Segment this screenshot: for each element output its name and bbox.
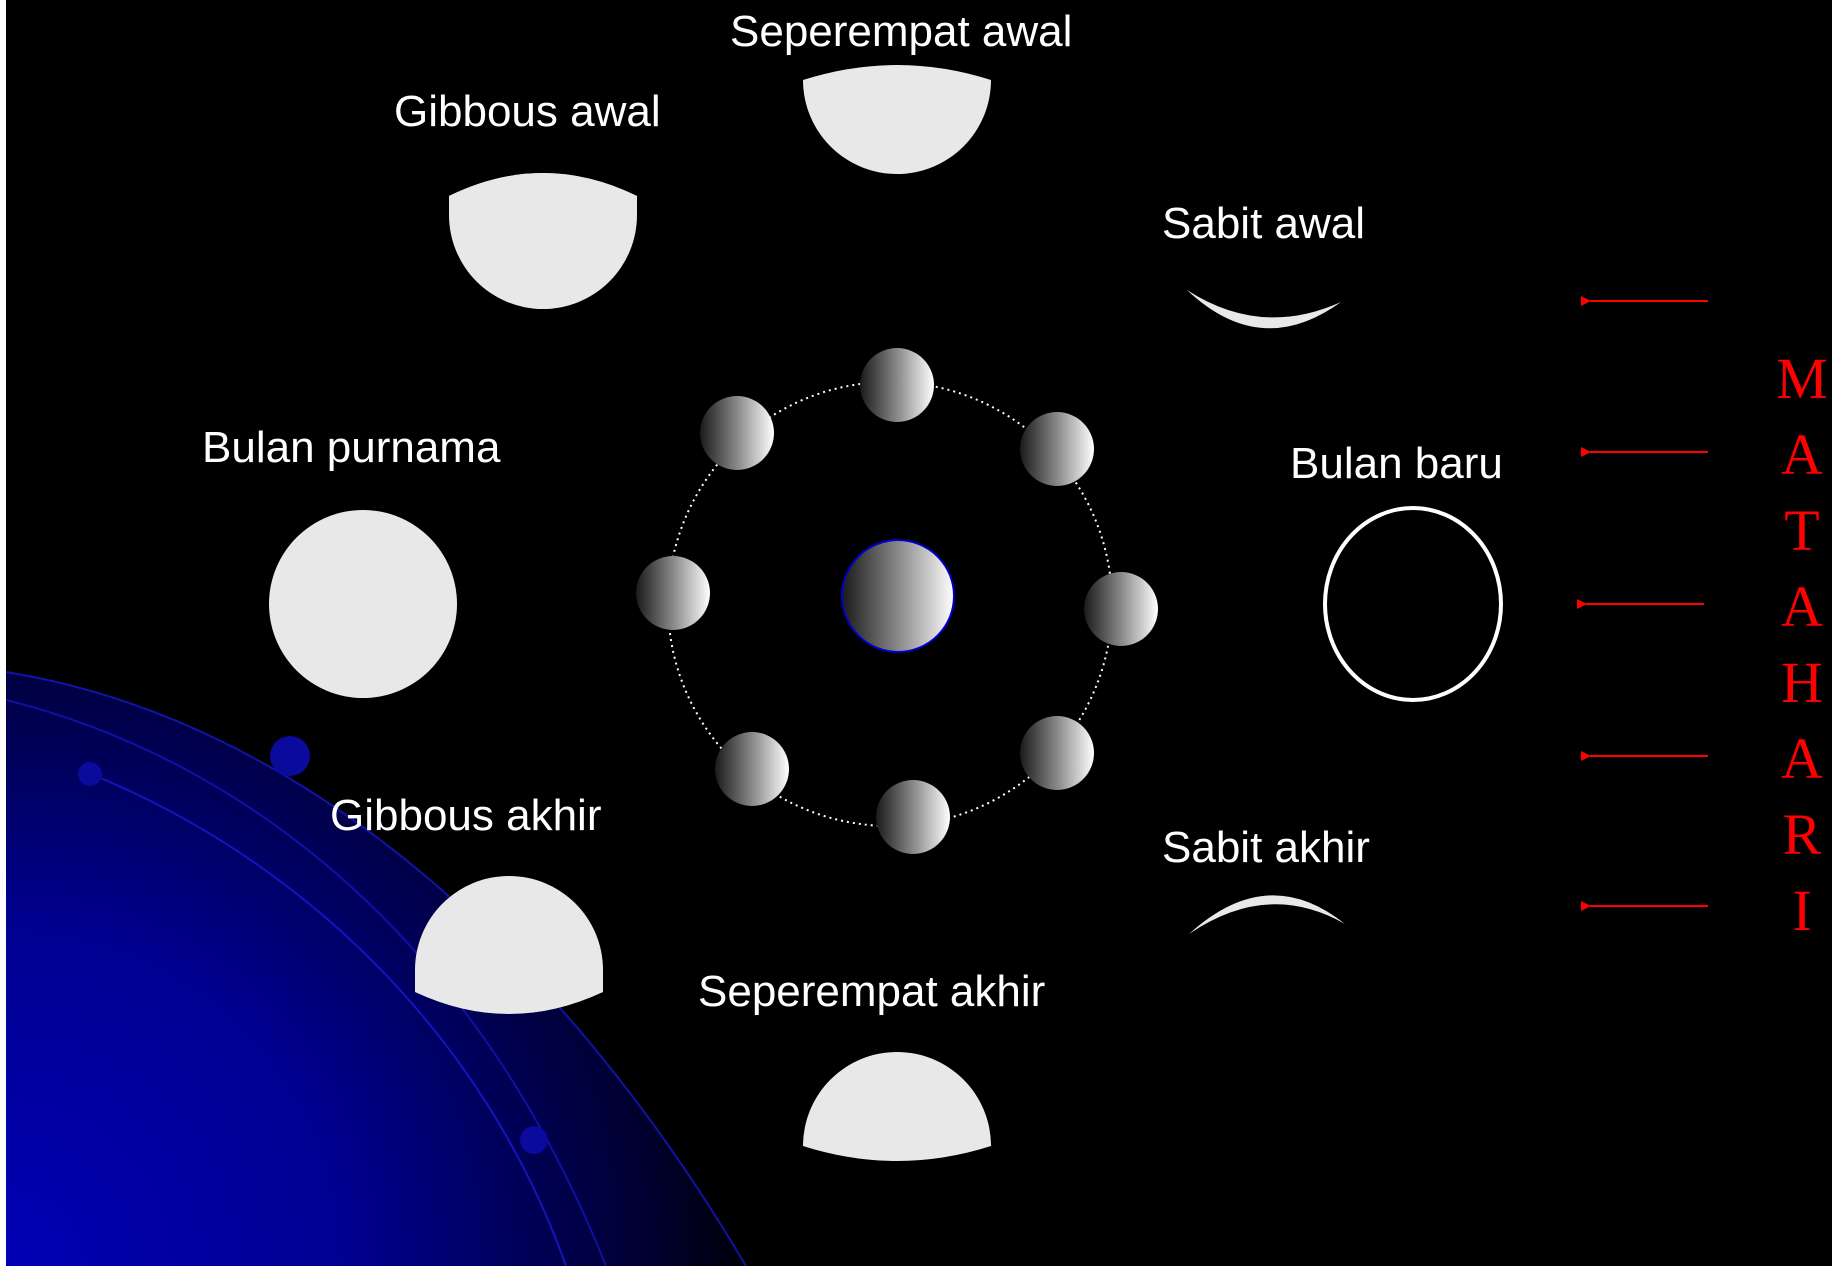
orbit-moon <box>876 780 950 854</box>
orbit-moon <box>636 556 710 630</box>
moon-phases-diagram: Seperempat awal Gibbous awal Sabit awal … <box>6 0 1832 1266</box>
sunlight-arrows <box>1577 296 1708 911</box>
label-bulan-purnama: Bulan purnama <box>202 423 501 472</box>
earth-dot <box>78 762 102 786</box>
sun-letter: H <box>1781 650 1823 715</box>
earth-dot <box>270 736 310 776</box>
orbit-moon <box>715 732 789 806</box>
label-sabit-awal: Sabit awal <box>1162 199 1366 248</box>
seperempat-awal-moon <box>803 65 991 174</box>
sun-letter: M <box>1776 346 1828 411</box>
label-sabit-akhir: Sabit akhir <box>1162 823 1370 872</box>
gibbous-akhir-moon <box>415 876 603 1014</box>
sun-letter: R <box>1782 802 1822 867</box>
sun-letter: T <box>1784 498 1820 563</box>
bulan-baru-moon <box>1323 506 1503 702</box>
sun-letter: A <box>1781 726 1823 791</box>
label-bulan-baru: Bulan baru <box>1290 439 1503 488</box>
earth-dot <box>520 1126 548 1154</box>
earth-background <box>6 671 747 1266</box>
sun-letter: I <box>1792 878 1812 943</box>
bulan-purnama-moon <box>269 510 457 698</box>
orbit-moon <box>860 348 934 422</box>
label-seperempat-awal: Seperempat awal <box>730 7 1073 56</box>
label-seperempat-akhir: Seperempat akhir <box>698 967 1046 1016</box>
orbit-moons <box>636 348 1158 854</box>
sabit-akhir-moon <box>1189 895 1345 934</box>
sabit-awal-moon <box>1187 290 1341 329</box>
sun-letter: A <box>1781 422 1823 487</box>
label-gibbous-akhir: Gibbous akhir <box>330 791 602 840</box>
label-gibbous-awal: Gibbous awal <box>394 87 661 136</box>
sun-letter: A <box>1781 574 1823 639</box>
orbit-moon <box>1020 716 1094 790</box>
phase-shapes <box>269 65 1503 1161</box>
earth-globe <box>841 539 955 653</box>
seperempat-akhir-moon <box>803 1052 991 1161</box>
diagram-graphics <box>6 65 1708 1266</box>
orbit-moon <box>1020 412 1094 486</box>
orbit-moon <box>700 396 774 470</box>
orbit-moon <box>1084 572 1158 646</box>
